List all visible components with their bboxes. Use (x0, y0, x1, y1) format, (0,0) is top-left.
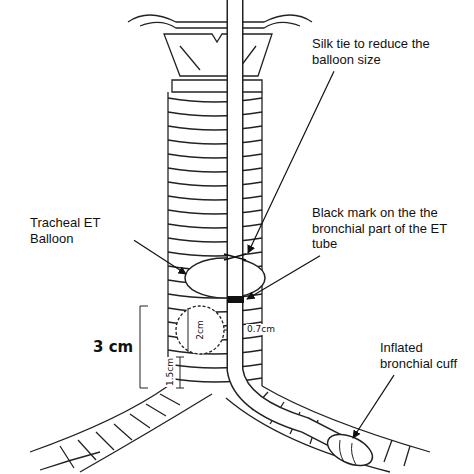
leader-arrow (353, 375, 394, 438)
trachea-rings (168, 98, 262, 382)
thyroid-cartilage (164, 34, 272, 76)
dimension-lines (140, 306, 228, 388)
dimension-label: 3 cm (92, 338, 134, 356)
left-bronchus (30, 386, 212, 472)
black-mark (227, 296, 244, 303)
callout-label: Tracheal ET Balloon (30, 215, 130, 246)
cricoid-cartilage (172, 80, 262, 92)
callout-label: Inflated bronchial cuff (380, 340, 460, 371)
callout-label: Silk tie to reduce the balloon size (312, 36, 452, 67)
hyoid-bone (128, 15, 312, 28)
leader-arrow (134, 240, 186, 274)
bronchial-cuff-rings (340, 440, 357, 465)
leader-arrow (247, 256, 320, 299)
dimension-label: 0.7cm (246, 324, 276, 335)
tracheal-balloon (185, 258, 265, 298)
silk-tie (224, 254, 246, 260)
tumour-outline (176, 306, 224, 354)
dimension-label: 2cm (195, 319, 206, 340)
dimension-label: 1.5cm (165, 357, 176, 387)
trachea-wall (168, 92, 262, 386)
bronchial-cuff (323, 428, 377, 472)
callout-label: Black mark on the the bronchial part of … (312, 205, 457, 252)
